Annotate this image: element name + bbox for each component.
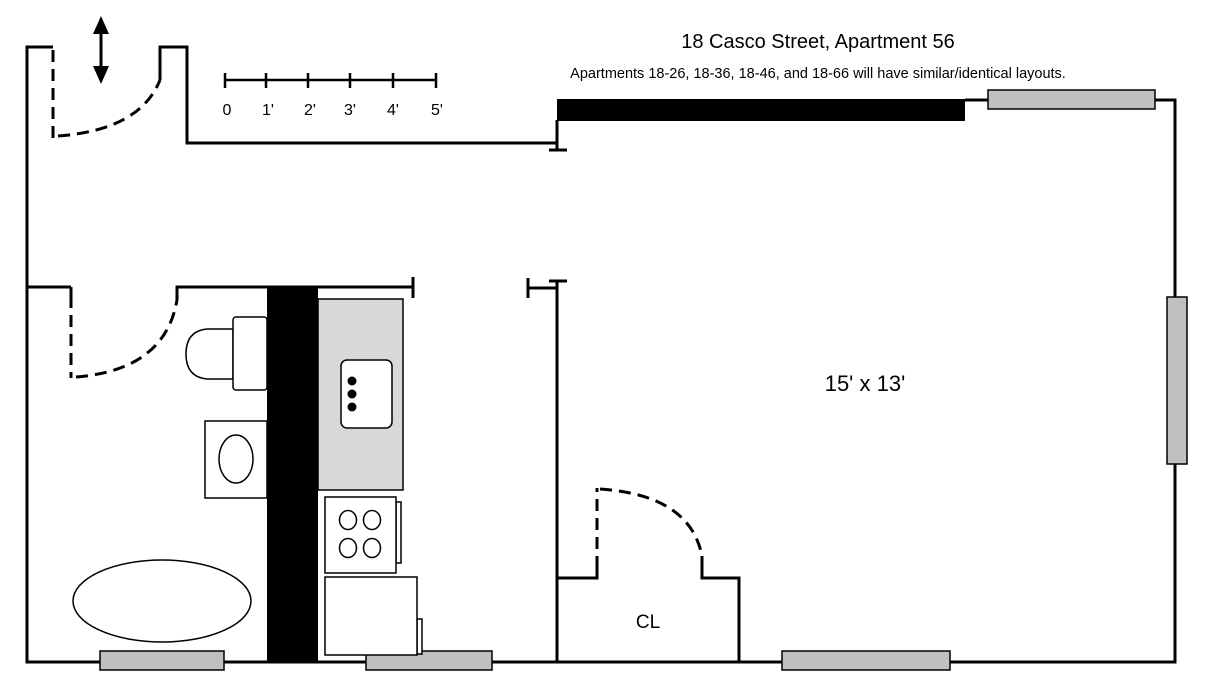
scale-label: 3' xyxy=(344,102,356,119)
window xyxy=(781,650,951,671)
scale-label: 0 xyxy=(223,102,232,119)
window xyxy=(1166,296,1188,465)
kitchen-sink-icon xyxy=(340,359,393,429)
stove-icon xyxy=(324,496,402,574)
scale-bar: 0 1' 2' 3' 4' 5' xyxy=(223,73,443,119)
plan-subtitle: Apartments 18-26, 18-36, 18-46, and 18-6… xyxy=(570,66,1066,82)
entry-arrow-icon xyxy=(93,16,109,84)
chimney-wall xyxy=(267,287,318,662)
entry-door xyxy=(51,50,162,138)
closet-label: CL xyxy=(636,612,660,633)
plan-title: 18 Casco Street, Apartment 56 xyxy=(681,31,955,53)
refrigerator-icon xyxy=(324,576,423,656)
scale-label: 1' xyxy=(262,102,274,119)
window xyxy=(99,650,225,671)
closet-door xyxy=(595,487,704,568)
bathtub-icon xyxy=(72,559,252,643)
scale-label: 4' xyxy=(387,102,399,119)
window xyxy=(987,89,1156,110)
scale-label: 2' xyxy=(304,102,316,119)
walls xyxy=(25,45,1177,664)
main-room-dimensions: 15' x 13' xyxy=(825,371,906,396)
scale-label: 5' xyxy=(431,102,443,119)
bathroom-door xyxy=(69,296,179,379)
bathroom-sink-icon xyxy=(204,420,268,499)
toilet-icon xyxy=(185,316,268,391)
exterior-wall-solid xyxy=(557,99,965,121)
